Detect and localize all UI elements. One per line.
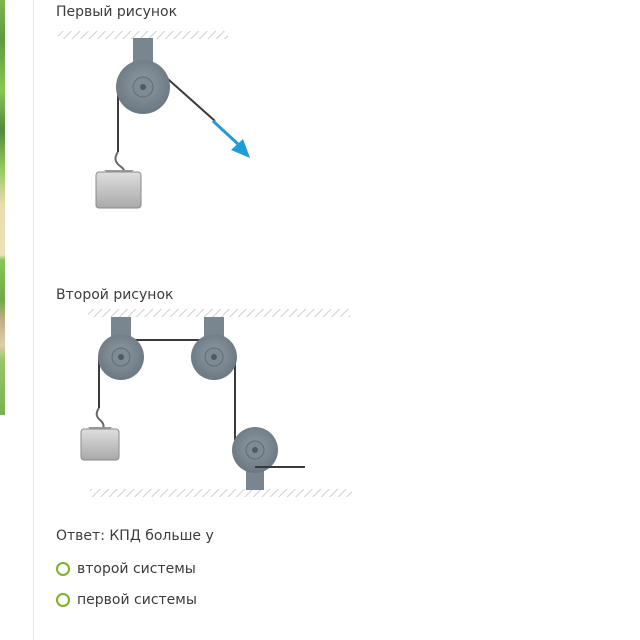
content-divider [33, 0, 34, 640]
rope-right [159, 71, 216, 122]
option-label: второй системы [77, 561, 196, 577]
weight [95, 171, 142, 209]
pulley-axle [140, 84, 146, 90]
weight-2 [80, 428, 120, 461]
radio-button[interactable] [56, 593, 70, 607]
option-label: первой системы [77, 592, 197, 608]
figure1-diagram [58, 31, 250, 209]
force-arrow-shaft [211, 119, 241, 147]
answer-option-second-system[interactable]: второй системы [56, 561, 196, 577]
radio-button[interactable] [56, 562, 70, 576]
figure2-title: Второй рисунок [56, 287, 174, 303]
hook-2 [95, 407, 105, 430]
figure1-title: Первый рисунок [56, 4, 178, 20]
ceiling-hatch-2 [88, 309, 350, 317]
figure2-diagram [80, 309, 352, 497]
ceiling-hatch [58, 31, 228, 39]
floor-hatch [90, 489, 352, 497]
background-image-strip [0, 0, 5, 415]
force-arrow-head [231, 139, 250, 158]
question-text: Ответ: КПД больше у [56, 528, 214, 544]
answer-option-first-system[interactable]: первой системы [56, 592, 197, 608]
